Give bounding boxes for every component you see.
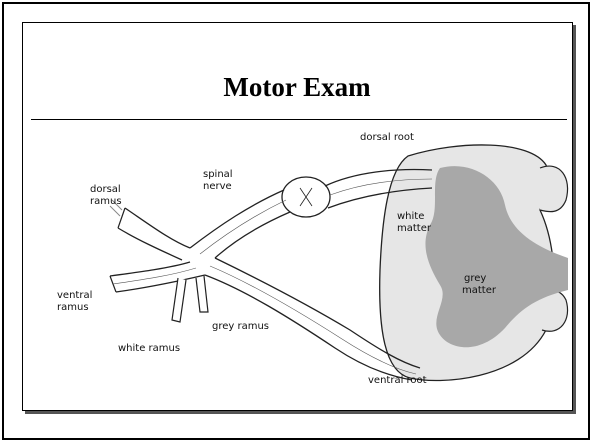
label-spinal-nerve-2: nerve [203, 181, 232, 192]
dorsal-ramus-end [118, 208, 125, 228]
label-white-matter-1: white [397, 211, 424, 222]
label-ventral-ramus-1: ventral [57, 290, 92, 301]
label-dorsal-root: dorsal root [360, 132, 414, 143]
spinal-nerve-upper-edge [190, 190, 284, 248]
label-dorsal-ramus-1: dorsal [90, 184, 121, 195]
cord-posterior-lobe [540, 166, 568, 212]
label-spinal-nerve-1: spinal [203, 169, 233, 180]
white-ramus-branch [172, 278, 186, 322]
spinal-nerve-fiber [200, 200, 286, 254]
label-white-ramus: white ramus [118, 343, 180, 354]
label-grey-ramus: grey ramus [212, 321, 269, 332]
label-ventral-root: ventral root [368, 375, 427, 386]
label-ventral-ramus-2: ramus [57, 302, 89, 313]
label-white-matter-2: matter [397, 223, 432, 234]
label-dorsal-ramus-2: ramus [90, 196, 122, 207]
grey-ramus-branch [196, 276, 208, 312]
ventral-ramus-upper-edge [110, 262, 190, 276]
dorsal-ramus-lower-edge [118, 228, 182, 260]
label-grey-matter-2: matter [462, 285, 497, 296]
dorsal-ramus-upper-edge [125, 208, 190, 248]
ventral-ramus-lower-edge [116, 275, 205, 292]
label-grey-matter-1: grey [464, 273, 486, 284]
